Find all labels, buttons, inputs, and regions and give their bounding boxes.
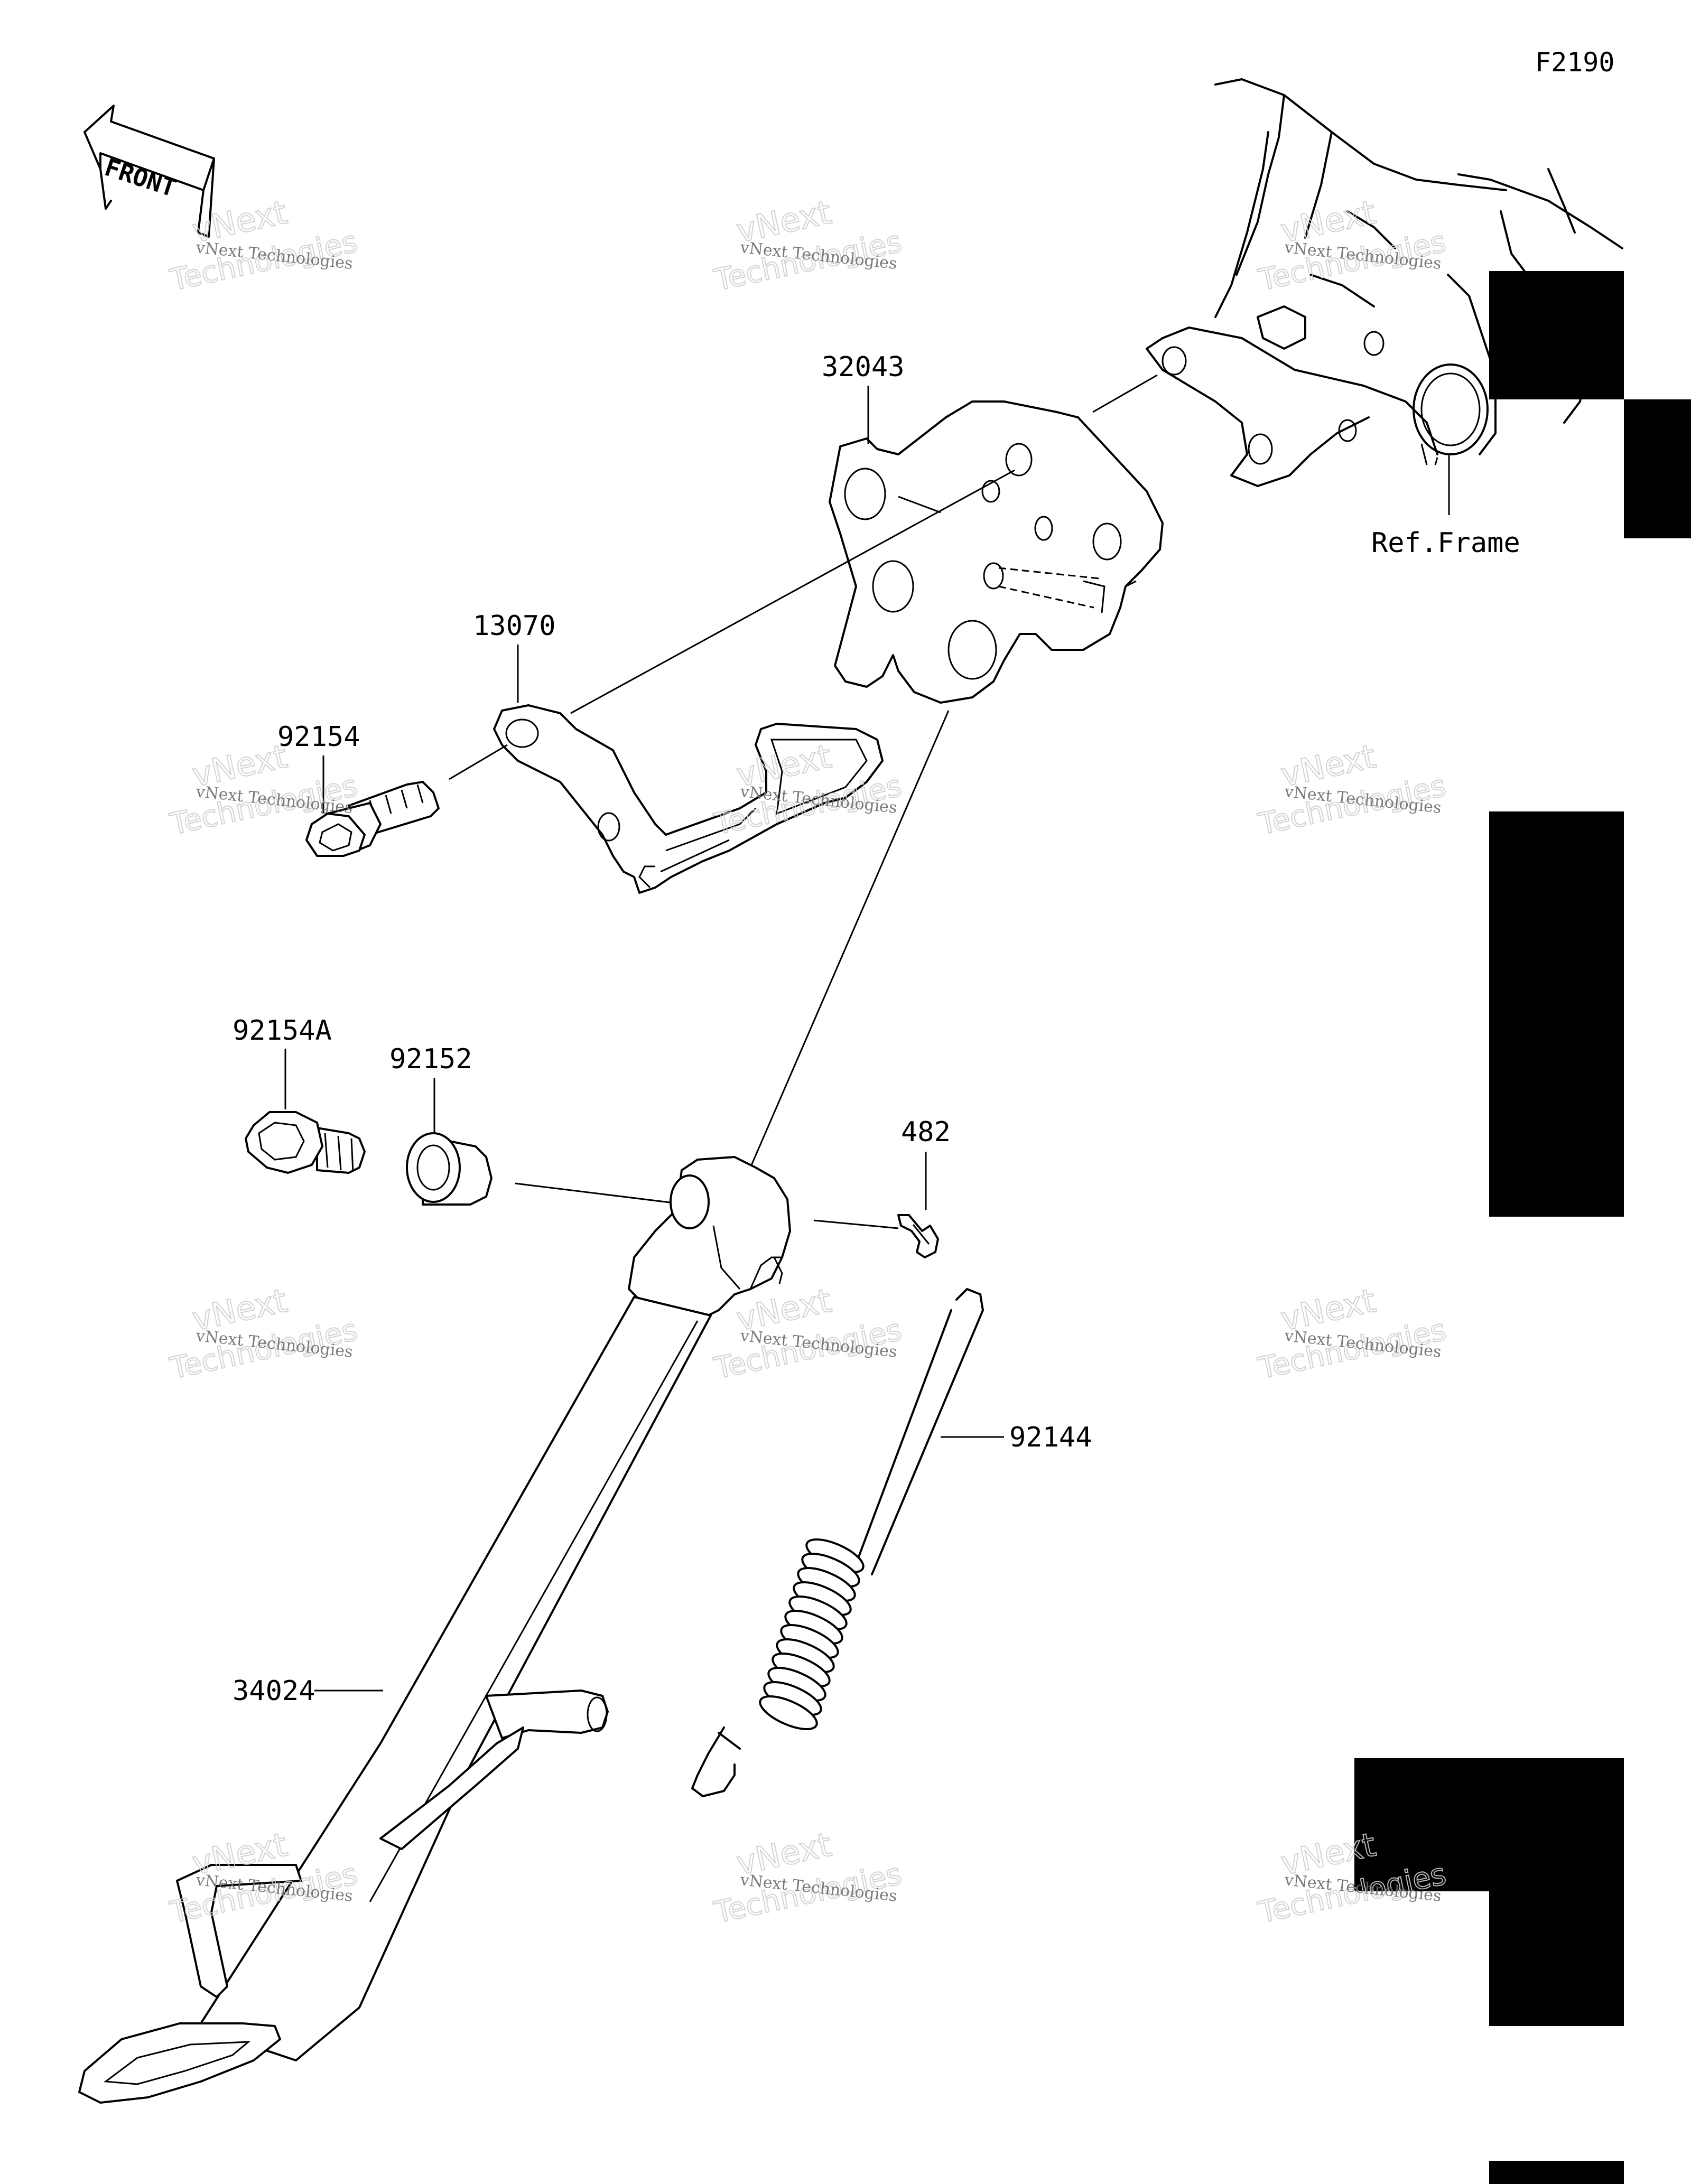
ref-frame-label: Ref.Frame bbox=[1371, 527, 1520, 559]
leader-bracket-stand bbox=[749, 710, 950, 1168]
bolt-92154A bbox=[245, 1111, 366, 1174]
part-label-92154A: 92154A bbox=[233, 1015, 332, 1047]
part-label-13070: 13070 bbox=[473, 610, 556, 642]
part-label-92152: 92152 bbox=[389, 1043, 472, 1075]
plate-13070 bbox=[493, 704, 884, 894]
leader-clip-stand bbox=[813, 1219, 899, 1229]
bracket-plate-32043 bbox=[829, 400, 1164, 704]
bolt-92154 bbox=[305, 781, 440, 857]
spring-92144 bbox=[691, 1288, 984, 1797]
e-clip-482 bbox=[897, 1214, 939, 1258]
diagram-code: F2190 bbox=[1535, 47, 1615, 78]
watermarks: vNext Technologies vNext Technologies vN… bbox=[166, 192, 1450, 1931]
leader-13070-bracket bbox=[570, 469, 1015, 714]
leader-collar-stand bbox=[515, 1182, 687, 1206]
part-label-482: 482 bbox=[901, 1116, 951, 1148]
leader-92154-plate bbox=[449, 744, 508, 780]
part-label-32043: 32043 bbox=[822, 351, 905, 383]
collar-92152 bbox=[406, 1132, 493, 1206]
front-arrow-icon: FRONT bbox=[83, 105, 215, 238]
side-stand-34024 bbox=[78, 1156, 791, 2104]
part-label-92154: 92154 bbox=[277, 721, 360, 753]
part-label-92144: 92144 bbox=[1009, 1422, 1092, 1453]
black-blocks bbox=[1354, 271, 1691, 2184]
part-label-34024: 34024 bbox=[233, 1675, 315, 1707]
spring-coils bbox=[759, 1538, 865, 1730]
leader-frame-bracket bbox=[1092, 374, 1158, 413]
